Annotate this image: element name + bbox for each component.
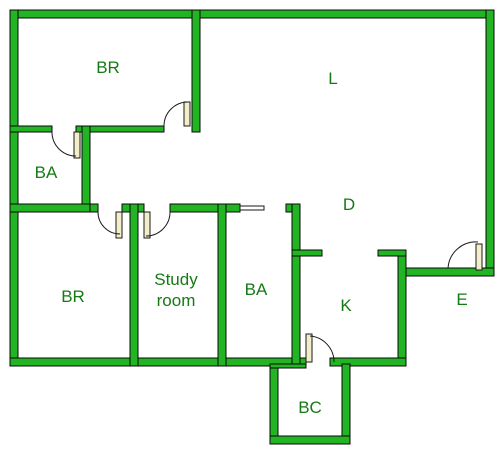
wall-ba-mid-right <box>291 203 301 367</box>
wall-br-top-right <box>191 9 201 133</box>
door-ba-left[interactable] <box>51 131 81 159</box>
room-label-living: L <box>328 69 337 88</box>
room-label-bc: BC <box>298 398 322 417</box>
middle-walls <box>89 203 407 367</box>
bedroom-top-walls <box>9 9 201 133</box>
wall-bc-left <box>269 363 279 445</box>
room-label-entrance: E <box>456 290 467 309</box>
wall-bc-top-left <box>269 363 307 369</box>
window-ba-mid <box>239 205 265 211</box>
wall-br-top-bottom-left <box>9 125 53 133</box>
wall-kitchen-top-left <box>291 249 323 257</box>
wall-bottom-left <box>9 357 307 367</box>
wall-left <box>9 9 19 367</box>
door-bc[interactable] <box>305 333 335 363</box>
wall-top <box>9 9 495 19</box>
wall-ba-left-bottom <box>9 203 91 213</box>
wall-mid-1 <box>89 203 99 213</box>
wall-right-upper <box>485 9 495 277</box>
door-br-bottom[interactable] <box>97 211 123 239</box>
room-label-br-bottom: BR <box>61 287 85 306</box>
wall-ba-left-right <box>81 125 91 213</box>
room-label-study-line1: Study <box>154 270 198 289</box>
wall-study-right <box>217 203 227 367</box>
door-entrance[interactable] <box>447 241 483 271</box>
room-label-study-line2: room <box>157 291 196 310</box>
wall-bc-right <box>341 363 351 445</box>
wall-bc-bottom <box>269 435 351 445</box>
wall-kitchen-bottom <box>329 357 407 367</box>
outer-walls <box>9 9 495 367</box>
room-label-kitchen: K <box>340 296 352 315</box>
wall-kitchen-right <box>397 249 407 367</box>
room-label-ba-left: BA <box>35 163 58 182</box>
wall-br-top-bottom-right <box>75 125 165 133</box>
room-label-br-top: BR <box>96 58 120 77</box>
wall-kitchen-top-right <box>377 249 407 257</box>
room-label-ba-mid: BA <box>245 280 268 299</box>
room-label-dining: D <box>343 195 355 214</box>
door-br-top[interactable] <box>163 101 191 127</box>
wall-mid-3 <box>169 203 241 213</box>
wall-br-bottom-right <box>129 203 139 367</box>
bc-walls <box>269 363 351 445</box>
door-study[interactable] <box>143 211 171 239</box>
